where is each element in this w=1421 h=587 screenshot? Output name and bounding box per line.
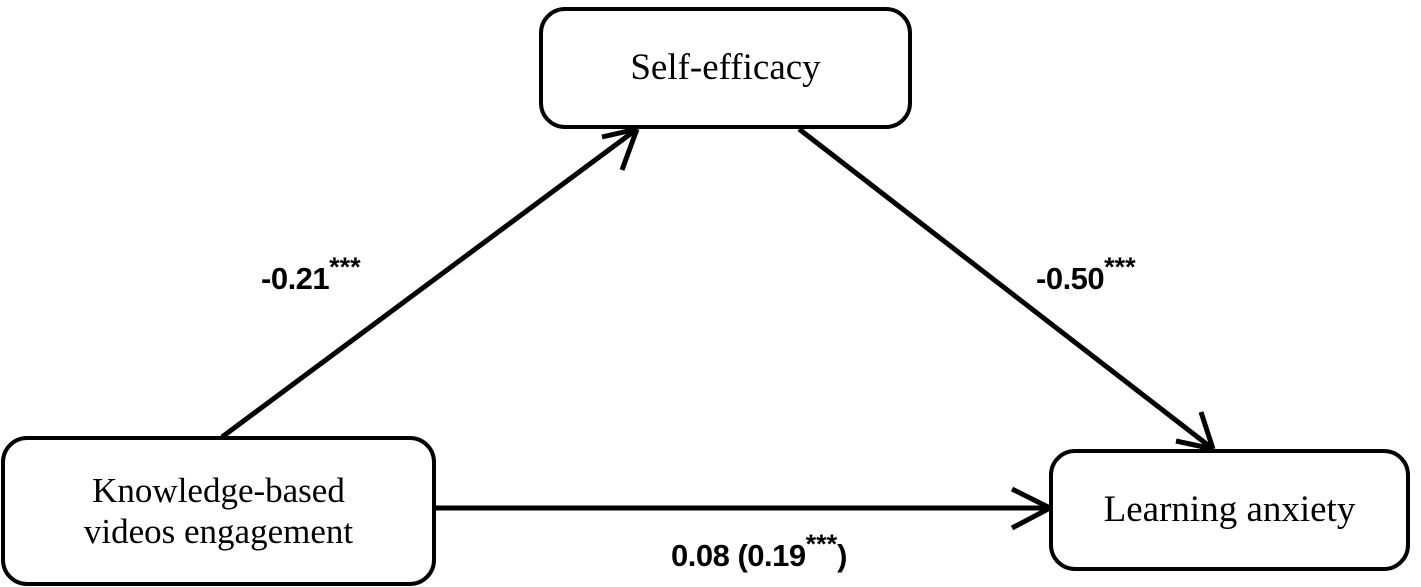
edge-b-significance: *** [1104, 252, 1136, 282]
edge-a-coefficient: -0.21 [261, 261, 330, 296]
edge-a-path [220, 126, 640, 440]
node-learning-anxiety[interactable]: Learning anxiety [1049, 449, 1410, 571]
edge-b-path [797, 127, 1216, 452]
node-knowledge-based-videos-engagement[interactable]: Knowledge-based videos engagement [1, 436, 436, 586]
edge-label-b-path: -0.50*** [1036, 252, 1136, 296]
edge-c-paren-open: ( [729, 538, 748, 573]
edge-a-significance: *** [329, 252, 361, 282]
node-kbve-label-line1: Knowledge-based [92, 470, 345, 510]
node-kbve-label: Knowledge-based videos engagement [74, 470, 363, 553]
node-learning-anxiety-label: Learning anxiety [1103, 489, 1356, 531]
edge-c-total-effect: 0.19 [747, 538, 806, 573]
edge-label-a-path: -0.21*** [261, 252, 361, 296]
edge-c-paren-close: ) [837, 538, 847, 573]
edge-b-coefficient: -0.50 [1036, 261, 1105, 296]
node-self-efficacy[interactable]: Self-efficacy [539, 7, 912, 129]
edge-c-path [434, 486, 1052, 531]
edge-label-c-path: 0.08 (0.19***) [671, 529, 847, 573]
edge-c-direct-effect: 0.08 [671, 538, 730, 573]
node-self-efficacy-label: Self-efficacy [630, 47, 821, 89]
node-kbve-label-line2: videos engagement [83, 512, 354, 551]
edge-c-total-significance: *** [805, 529, 838, 559]
